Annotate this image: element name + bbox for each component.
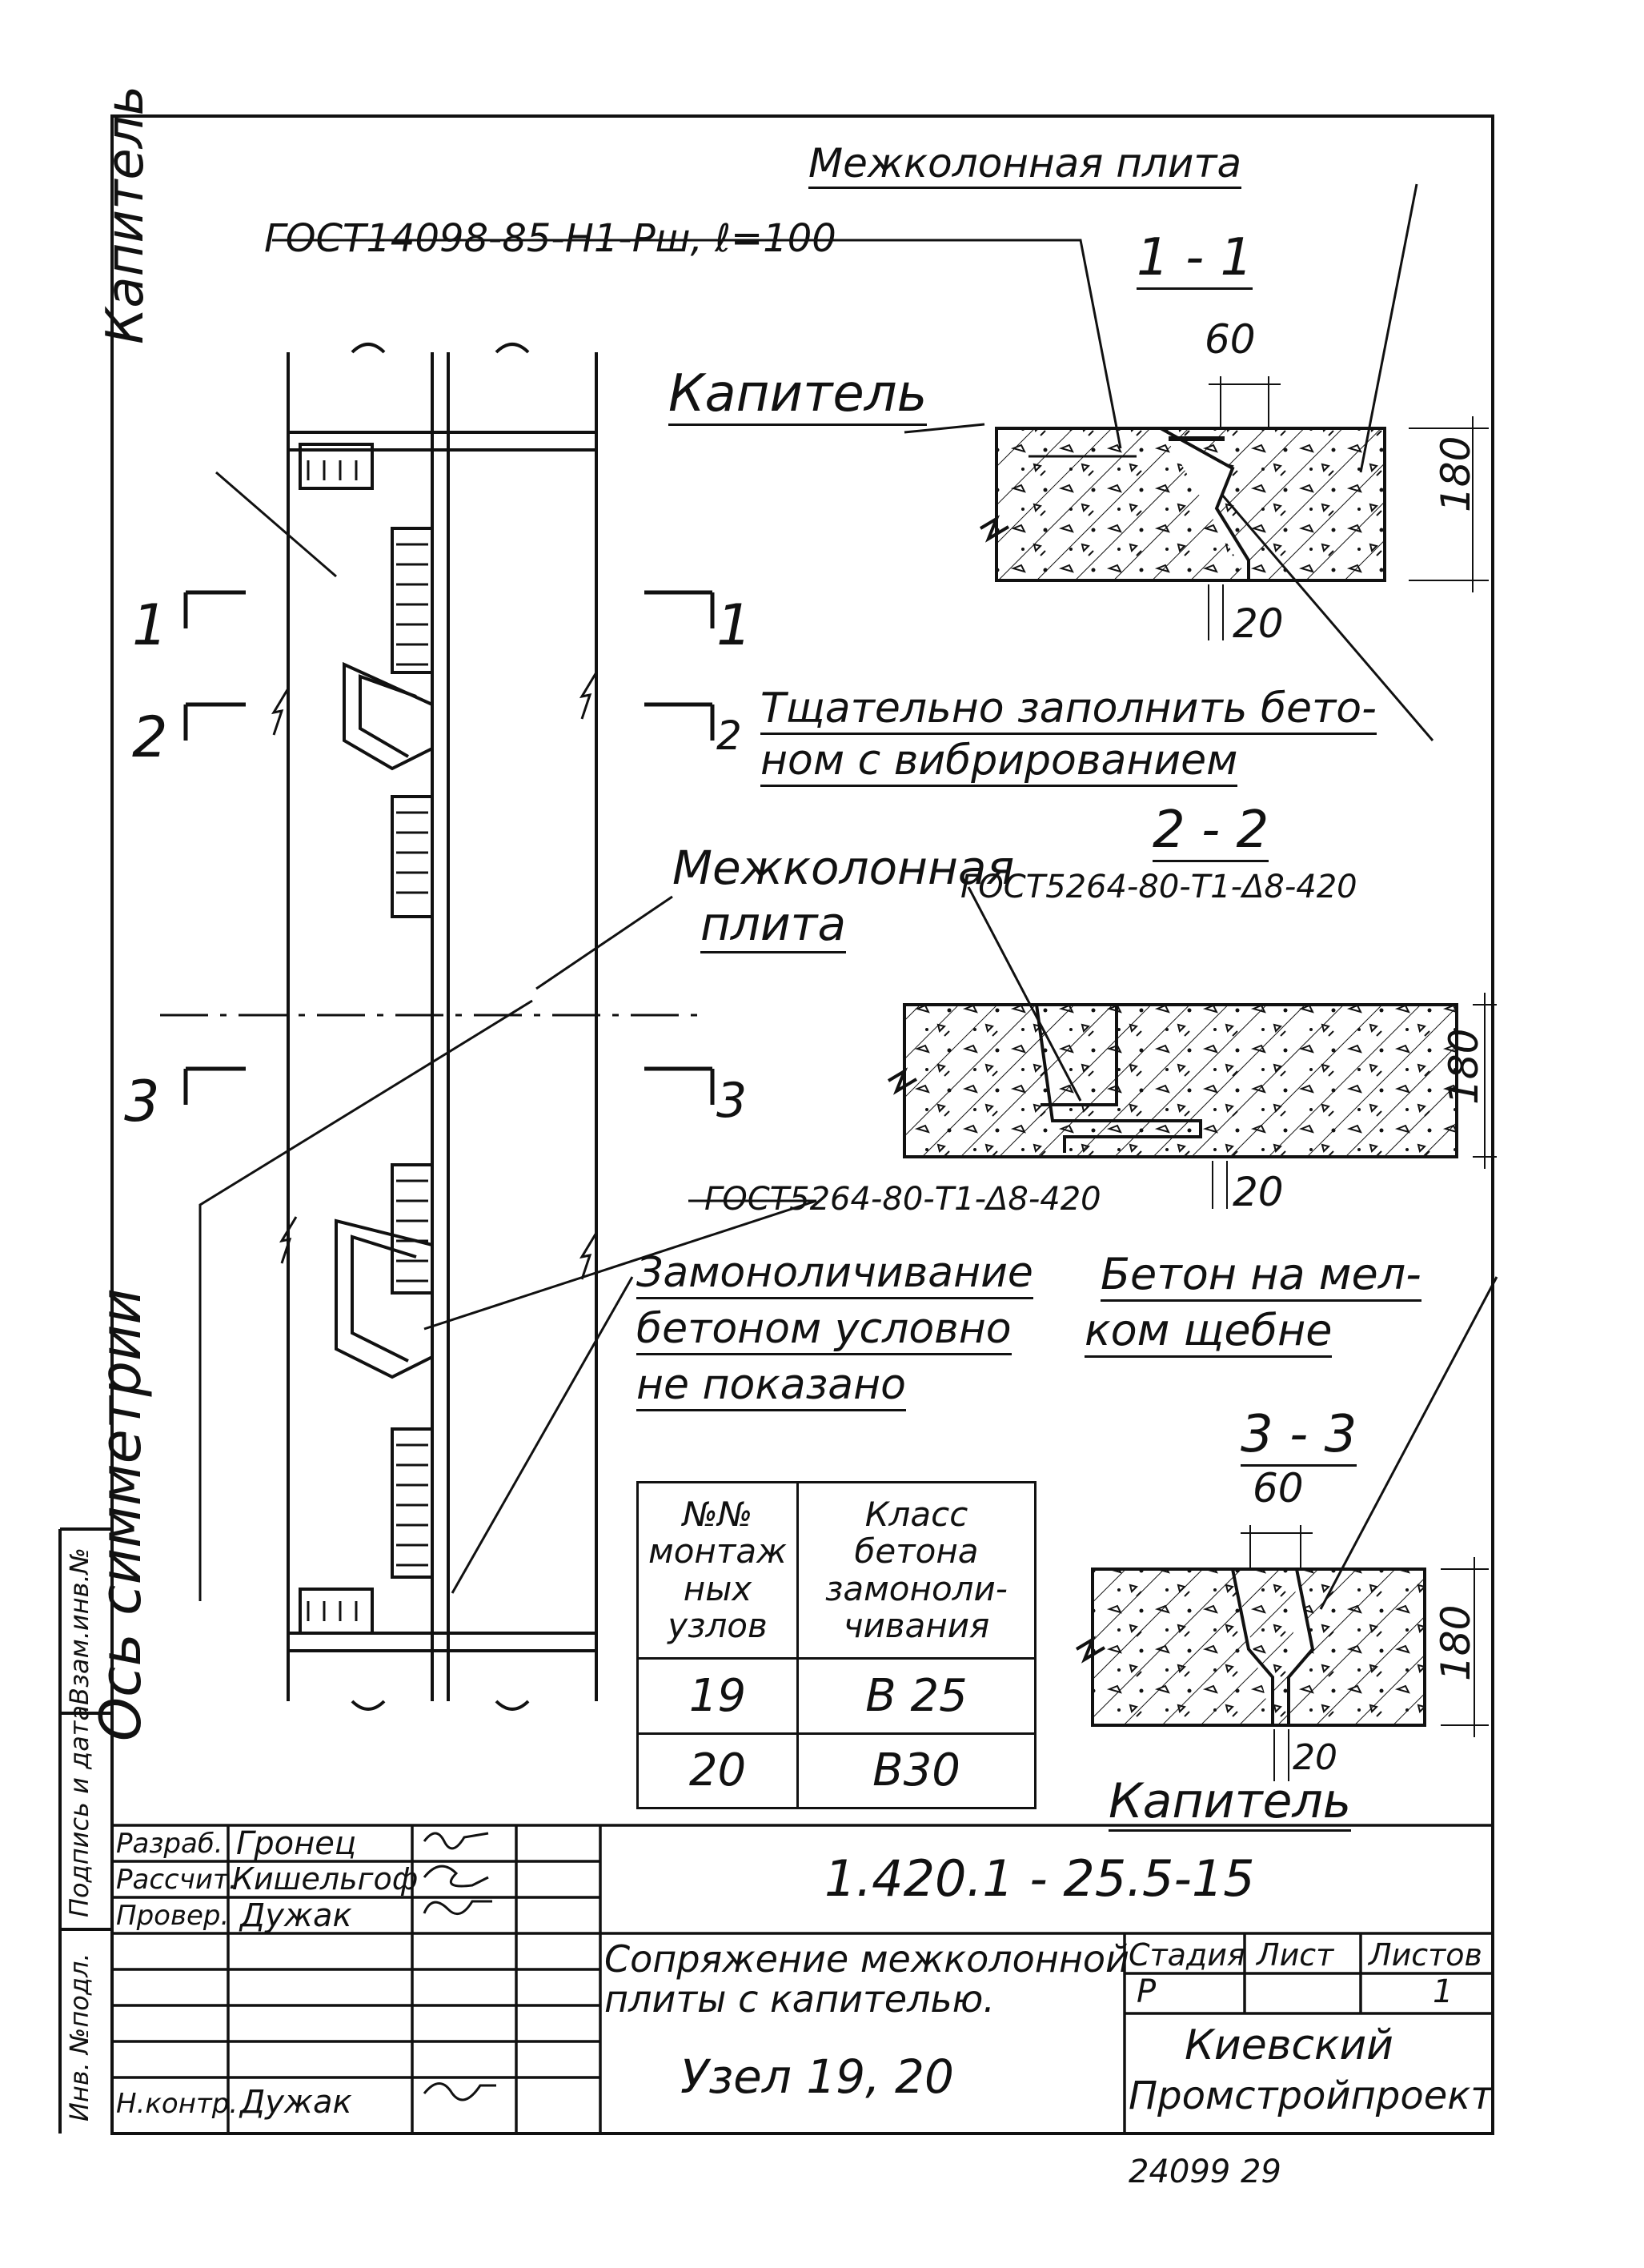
sheets-label: Листов bbox=[1369, 1937, 1482, 1973]
note-gost-mid: ГОСТ5264-80-Т1-Δ8-420 bbox=[960, 869, 1357, 905]
section-1-1-dim-height: 180 bbox=[1433, 436, 1479, 512]
plan-label-slab-2: плита bbox=[700, 897, 847, 953]
role-name: Гронец bbox=[236, 1825, 357, 1862]
table-header-class: Класс бетона замоноли- чивания bbox=[796, 1481, 1037, 1660]
concrete-class-table: №№ монтаж ных узлов Класс бетона замонол… bbox=[636, 1481, 1037, 1809]
note-fine-line-1: Бетон на мел- bbox=[1101, 1249, 1421, 1302]
role-row: Провер. bbox=[116, 1900, 230, 1932]
note-mono-line-3: не показано bbox=[636, 1361, 906, 1411]
section-2-2-dim-gap: 20 bbox=[1233, 1169, 1284, 1215]
cut-3-right: 3 bbox=[716, 1073, 748, 1129]
section-3-3-dim-top: 60 bbox=[1253, 1465, 1304, 1511]
note-gost-top: ГОСТ14098-85-Н1-Рш, ℓ=100 bbox=[264, 216, 836, 261]
drawing-title-line-1: Сопряжение межколонной bbox=[604, 1937, 1129, 1981]
note-fill-line-1: Тщательно заполнить бето- bbox=[760, 684, 1377, 735]
header-line: ных bbox=[683, 1568, 752, 1608]
table-header-nodes: №№ монтаж ных узлов bbox=[636, 1481, 799, 1660]
role-row: Рассчит. bbox=[116, 1864, 238, 1896]
plan-label-axis-of-symmetry: Ось симметрии bbox=[88, 1288, 154, 1741]
section-1-1-dim-top: 60 bbox=[1205, 316, 1256, 363]
role-row: Н.контр. bbox=[116, 2088, 239, 2120]
table-cell-node: 20 bbox=[636, 1732, 799, 1809]
section-2-2 bbox=[887, 993, 1497, 1209]
section-3-3-title: 3 - 3 bbox=[1241, 1405, 1357, 1467]
signatures bbox=[423, 1832, 496, 2101]
table-row: 20 В30 bbox=[636, 1732, 1037, 1809]
plan-label-slab-1: Межколонная bbox=[672, 841, 1015, 895]
section-1-1-title: 1 - 1 bbox=[1137, 228, 1253, 290]
sheet-label: Лист bbox=[1257, 1937, 1334, 1973]
archive-number: 24099 29 bbox=[1129, 2154, 1281, 2190]
cut-3-left: 3 bbox=[124, 1069, 160, 1134]
role-name: Дужак bbox=[240, 1897, 352, 1934]
section-1-1 bbox=[979, 376, 1489, 640]
stage-label: Стадия bbox=[1129, 1937, 1245, 1973]
note-gost-low: ГОСТ5264-80-Т1-Δ8-420 bbox=[704, 1181, 1101, 1218]
sheets-value: 1 bbox=[1433, 1973, 1454, 2010]
side-label-inv-no: Инв. №подл. bbox=[64, 1953, 94, 2121]
note-fill-line-2: ном с вибрированием bbox=[760, 737, 1238, 787]
cut-2-right: 2 bbox=[716, 713, 742, 759]
cut-markers bbox=[183, 590, 715, 1105]
note-slab-top: Межколонная плита bbox=[808, 140, 1242, 189]
section-2-2-dim-height: 180 bbox=[1441, 1028, 1487, 1105]
header-line: замоноли- bbox=[825, 1568, 1008, 1608]
plan-rebar-hatch bbox=[307, 460, 428, 1621]
role-row: Разраб. bbox=[116, 1828, 223, 1860]
org-line-1: Киевский bbox=[1185, 2021, 1393, 2069]
drawing-title-line-2: плиты с капителью. bbox=[604, 1977, 995, 2021]
section-3-3-dim-height: 180 bbox=[1433, 1604, 1479, 1681]
section-1-1-dim-gap: 20 bbox=[1233, 600, 1284, 647]
header-line: №№ bbox=[682, 1495, 753, 1535]
header-line: чивания bbox=[843, 1605, 990, 1645]
sheet-frame bbox=[58, 114, 1494, 2135]
leader-lines bbox=[198, 183, 1498, 1610]
drawing-node: Узел 19, 20 bbox=[680, 2049, 954, 2104]
section-1-1-label: Капитель bbox=[668, 364, 928, 426]
title-block-grid bbox=[112, 1824, 1493, 2134]
note-fine-line-2: ком щебне bbox=[1085, 1305, 1333, 1358]
side-label-replaced-inv: Взам.инв.№ bbox=[64, 1547, 94, 1705]
role-name: Дужак bbox=[240, 2084, 352, 2121]
table-row: 19 В 25 bbox=[636, 1657, 1037, 1735]
section-3-3 bbox=[1075, 1525, 1489, 1781]
section-3-3-dim-gap: 20 bbox=[1293, 1737, 1337, 1778]
cut-1-left: 1 bbox=[132, 592, 168, 658]
plan-view bbox=[160, 343, 704, 1711]
role-name: Кишельгоф bbox=[232, 1861, 419, 1897]
note-mono-line-2: бетоном условно bbox=[636, 1305, 1012, 1355]
org-line-2: Промстройпроект bbox=[1129, 2073, 1494, 2118]
cut-1-right: 1 bbox=[716, 592, 752, 658]
note-mono-line-1: Замоноличивание bbox=[636, 1249, 1033, 1299]
table-cell-class: В 25 bbox=[796, 1657, 1037, 1735]
table-header-row: №№ монтаж ных узлов Класс бетона замонол… bbox=[636, 1481, 1037, 1660]
plan-label-kapitel: Капитель bbox=[96, 85, 155, 344]
cut-2-left: 2 bbox=[132, 704, 168, 770]
table-cell-class: В30 bbox=[796, 1732, 1037, 1809]
table-cell-node: 19 bbox=[636, 1657, 799, 1735]
stage-value: Р bbox=[1137, 1973, 1157, 2010]
header-line: монтаж bbox=[648, 1531, 787, 1572]
side-label-signature-date: Подпись и дата bbox=[64, 1704, 94, 1917]
doc-code: 1.420.1 - 25.5-15 bbox=[824, 1849, 1255, 1908]
section-2-2-title: 2 - 2 bbox=[1153, 801, 1269, 862]
header-line: Класс bbox=[864, 1495, 968, 1535]
header-line: узлов bbox=[668, 1605, 768, 1645]
section-3-3-label: Капитель bbox=[1109, 1773, 1352, 1832]
header-line: бетона bbox=[854, 1531, 979, 1572]
